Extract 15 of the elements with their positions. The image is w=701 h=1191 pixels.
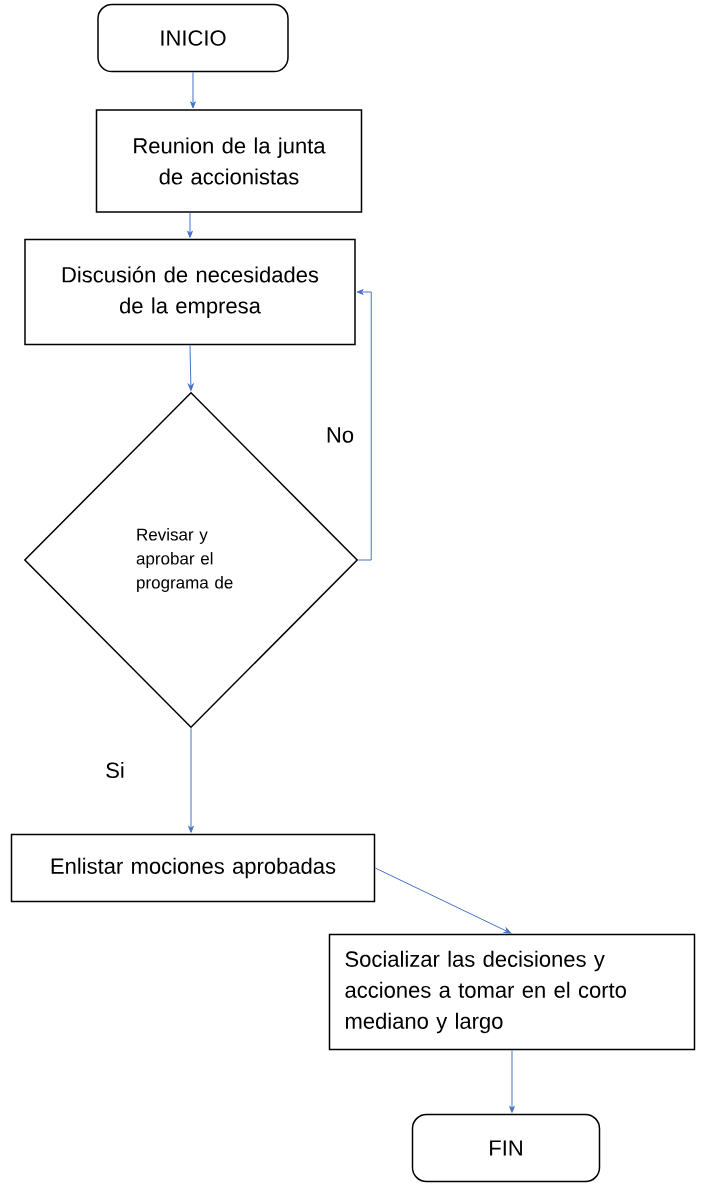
edge-label: Si xyxy=(103,759,127,781)
start-terminal: INICIO xyxy=(97,3,289,73)
arrow xyxy=(356,289,372,561)
edge-label: No xyxy=(323,425,357,445)
arrow xyxy=(509,1049,515,1113)
process-box: Reunion de la junta de accionistas xyxy=(95,109,363,213)
process-box: Discusión de necesidades de la empresa xyxy=(24,238,356,346)
arrow xyxy=(374,867,512,934)
arrow xyxy=(187,212,193,238)
process-box: Enlistar mociones aprobadas xyxy=(10,833,376,903)
arrow xyxy=(187,344,194,391)
arrow xyxy=(190,71,196,109)
process-box: Socializar las decisiones y acciones a tomar en el corto mediano y largo xyxy=(328,933,696,1051)
end-terminal: FIN xyxy=(411,1113,601,1183)
arrow xyxy=(188,727,194,833)
